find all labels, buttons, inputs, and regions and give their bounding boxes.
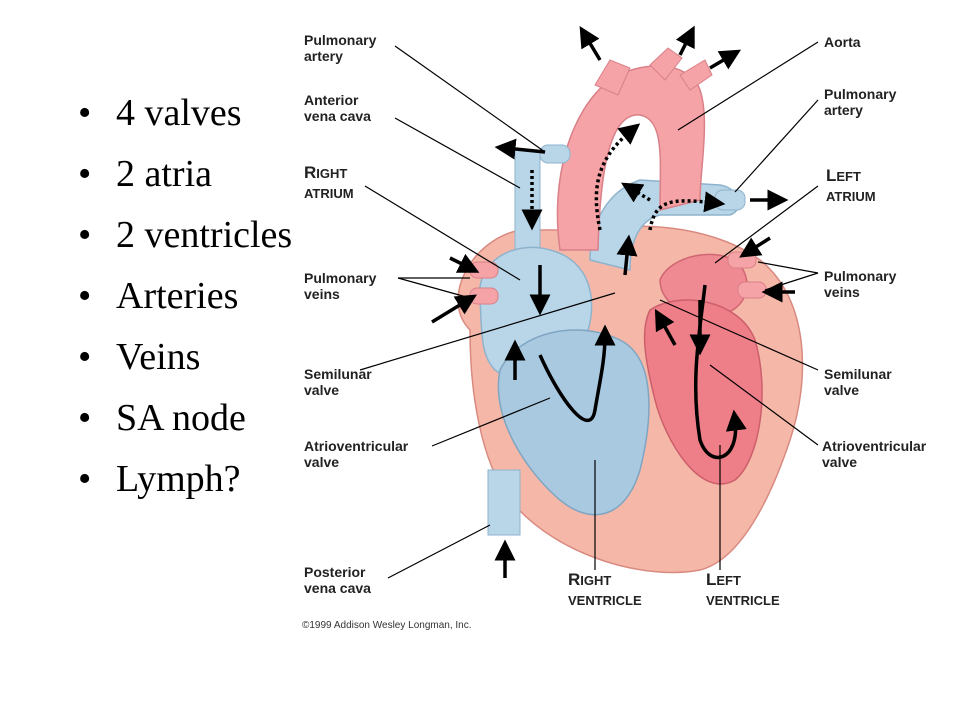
bullet-text: Arteries: [116, 275, 239, 317]
vena-cava-posterior: [487, 469, 521, 536]
bullet-item: • Arteries: [78, 271, 292, 332]
label-rest: IGHT: [580, 573, 612, 588]
label-rest: IGHT: [316, 166, 348, 181]
label-right-ventricle: RIGHT VENTRICLE: [568, 570, 642, 611]
label-word2: VENTRICLE: [706, 593, 780, 608]
leader-line: [431, 397, 551, 447]
label-cap: R: [304, 163, 317, 182]
flow-arrow: [693, 284, 747, 460]
label-left-atrium: LEFT ATRIUM: [826, 166, 876, 207]
label-semilunar-valve-left: Semilunar valve: [304, 366, 372, 398]
label-pulmonary-veins-left: Pulmonary veins: [304, 270, 377, 302]
bullet-dot: •: [78, 397, 92, 439]
leader-line: [734, 99, 819, 193]
pulmonary-vein-left: [469, 287, 499, 305]
bullet-item: • 2 ventricles: [78, 210, 292, 271]
flow-arrow-dotted: [594, 123, 641, 231]
bullet-text: Lymph?: [116, 458, 241, 500]
bullet-item: • Veins: [78, 332, 292, 393]
label-left-ventricle: LEFT VENTRICLE: [706, 570, 780, 611]
bullet-dot: •: [78, 275, 92, 317]
label-posterior-vena-cava: Posterior vena cava: [304, 564, 371, 596]
label-pulmonary-artery-left: Pulmonary artery: [304, 32, 377, 64]
bullet-text: Veins: [116, 336, 201, 378]
bullet-dot: •: [78, 336, 92, 378]
leader-line: [659, 299, 819, 371]
leader-line: [359, 292, 616, 371]
pulmonary-artery-stub-left: [539, 144, 571, 164]
leader-line: [394, 117, 521, 189]
label-aorta: Aorta: [824, 34, 861, 50]
bullet-item: • SA node: [78, 393, 292, 454]
flow-arrow: [654, 308, 677, 346]
label-pulmonary-veins-right: Pulmonary veins: [824, 268, 897, 300]
leader-line: [387, 524, 491, 579]
pulmonary-artery-stub-right: [714, 189, 746, 211]
label-cap: L: [826, 166, 837, 185]
flow-arrow: [675, 25, 695, 56]
leader-line: [677, 41, 819, 131]
bullet-item: • Lymph?: [78, 454, 292, 515]
label-cap: R: [568, 570, 581, 589]
bullet-text: SA node: [116, 397, 246, 439]
aorta-branch: [594, 59, 631, 96]
flow-arrow: [538, 324, 616, 423]
label-semilunar-valve-right: Semilunar valve: [824, 366, 892, 398]
bullet-dot: •: [78, 214, 92, 256]
label-cap: L: [706, 570, 717, 589]
label-rest: EFT: [716, 573, 741, 588]
label-word2: VENTRICLE: [568, 593, 642, 608]
leader-line: [757, 261, 819, 274]
flow-arrow-dotted: [620, 182, 651, 203]
label-rest: EFT: [836, 169, 861, 184]
bullet-text: 4 valves: [116, 92, 242, 134]
label-atrioventricular-valve-right: Atrioventricular valve: [822, 438, 927, 470]
leader-line: [709, 364, 819, 446]
label-anterior-vena-cava: Anterior vena cava: [304, 92, 371, 124]
leader-line: [364, 185, 521, 281]
leader-line: [397, 277, 471, 299]
pulmonary-vein-right: [727, 251, 757, 269]
bullet-item: • 4 valves: [78, 88, 292, 149]
flow-arrow: [449, 253, 480, 273]
bullet-list: • 4 valves • 2 atria • 2 ventricles • Arteri…: [78, 88, 292, 515]
bullet-item: • 2 atria: [78, 149, 292, 210]
label-right-atrium: RIGHT ATRIUM: [304, 163, 354, 204]
aorta-branch: [649, 47, 683, 81]
leader-line: [764, 272, 819, 291]
bullet-dot: •: [78, 153, 92, 195]
copyright-text: ©1999 Addison Wesley Longman, Inc.: [302, 620, 472, 631]
bullet-text: 2 atria: [116, 153, 213, 195]
flow-arrow: [709, 49, 742, 70]
flow-arrow: [579, 25, 602, 61]
label-pulmonary-artery-right: Pulmonary artery: [824, 86, 897, 118]
flow-arrow: [739, 236, 771, 258]
bullet-dot: •: [78, 92, 92, 134]
label-atrioventricular-valve-left: Atrioventricular valve: [304, 438, 409, 470]
bullet-dot: •: [78, 458, 92, 500]
flow-arrow: [494, 138, 546, 160]
leader-line: [394, 45, 546, 153]
left-ventricle: [643, 299, 763, 485]
aorta-branch: [679, 59, 713, 91]
flow-arrow: [431, 294, 477, 324]
label-word2: ATRIUM: [826, 189, 876, 204]
leader-line: [714, 185, 819, 264]
bullet-text: 2 ventricles: [116, 214, 293, 256]
right-ventricle: [497, 329, 650, 516]
label-word2: ATRIUM: [304, 186, 354, 201]
flow-arrow-dotted: [648, 191, 726, 231]
flow-arrow: [616, 234, 638, 276]
pulmonary-vein-right: [737, 281, 767, 299]
